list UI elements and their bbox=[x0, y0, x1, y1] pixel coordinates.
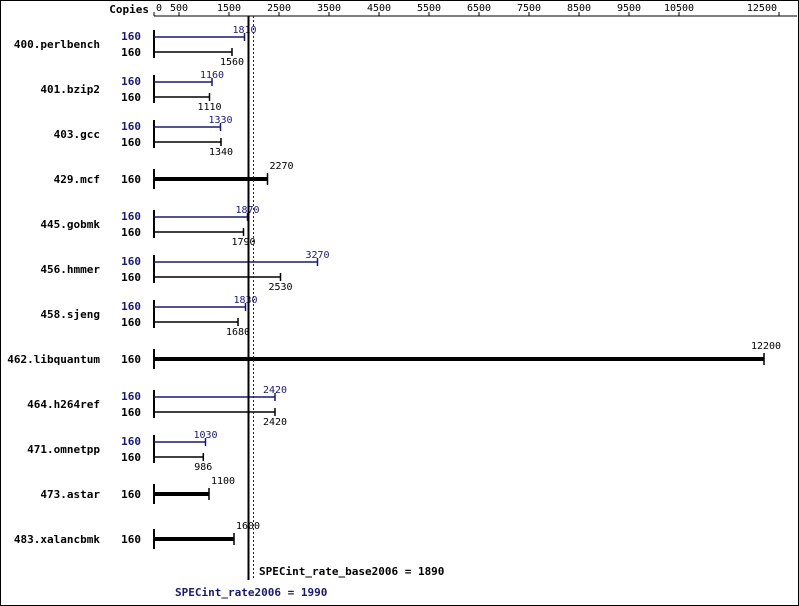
value-label: 2420 bbox=[263, 385, 287, 396]
x-tick-label: 3500 bbox=[317, 3, 341, 14]
benchmark-row: 471.omnetpp 160 1030 160 986 bbox=[27, 430, 217, 473]
copies-label: 160 bbox=[121, 316, 141, 329]
value-label: 2530 bbox=[268, 282, 292, 293]
benchmark-label: 456.hmmer bbox=[40, 263, 100, 276]
benchmark-label: 483.xalancbmk bbox=[14, 533, 100, 546]
benchmark-label: 429.mcf bbox=[54, 173, 100, 186]
x-tick-label: 9500 bbox=[617, 3, 641, 14]
benchmark-label: 464.h264ref bbox=[27, 398, 100, 411]
value-label: 1340 bbox=[209, 147, 233, 158]
value-label: 12200 bbox=[751, 341, 781, 352]
benchmark-rows: 400.perlbench 160 1810 160 1560 401.bzip2 160 1… bbox=[7, 25, 781, 549]
copies-label: 160 bbox=[121, 300, 141, 313]
bar bbox=[154, 357, 764, 361]
copies-label: 160 bbox=[121, 30, 141, 43]
benchmark-label: 401.bzip2 bbox=[40, 83, 100, 96]
x-tick-label: 4500 bbox=[367, 3, 391, 14]
x-tick-label: 6500 bbox=[467, 3, 491, 14]
x-tick-label: 500 bbox=[170, 3, 188, 14]
value-label: 1110 bbox=[197, 102, 221, 113]
copies-label: 160 bbox=[121, 75, 141, 88]
copies-label: 160 bbox=[121, 46, 141, 59]
copies-label: 160 bbox=[121, 91, 141, 104]
copies-label: 160 bbox=[121, 136, 141, 149]
benchmark-row: 458.sjeng 160 1830 160 1680 bbox=[40, 295, 257, 338]
x-tick-label: 12500 bbox=[747, 3, 777, 14]
value-label: 1790 bbox=[231, 237, 255, 248]
copies-label: 160 bbox=[121, 271, 141, 284]
benchmark-label: 462.libquantum bbox=[7, 353, 100, 366]
value-label: 1160 bbox=[200, 70, 224, 81]
copies-label: 160 bbox=[121, 255, 141, 268]
base-overall-label: SPECint_rate_base2006 = 1890 bbox=[259, 565, 444, 578]
copies-label: 160 bbox=[121, 120, 141, 133]
value-label: 1330 bbox=[208, 115, 232, 126]
value-label: 1030 bbox=[193, 430, 217, 441]
x-tick-label: 2500 bbox=[267, 3, 291, 14]
benchmark-label: 403.gcc bbox=[54, 128, 100, 141]
value-label: 1100 bbox=[211, 476, 235, 487]
benchmark-row: 456.hmmer 160 3270 160 2530 bbox=[40, 250, 329, 293]
copies-label: 160 bbox=[121, 435, 141, 448]
x-tick-label: 10500 bbox=[664, 3, 694, 14]
benchmark-label: 458.sjeng bbox=[40, 308, 100, 321]
peak-overall-label: SPECint_rate2006 = 1990 bbox=[175, 586, 327, 599]
benchmark-row: 483.xalancbmk1601600 bbox=[14, 521, 260, 549]
copies-header: Copies bbox=[109, 3, 149, 16]
copies-label: 160 bbox=[121, 488, 141, 501]
bar bbox=[154, 492, 209, 496]
copies-label: 160 bbox=[121, 406, 141, 419]
copies-label: 160 bbox=[121, 173, 141, 186]
copies-label: 160 bbox=[121, 390, 141, 403]
benchmark-row: 464.h264ref 160 2420 160 2420 bbox=[27, 385, 287, 428]
copies-label: 160 bbox=[121, 533, 141, 546]
benchmark-label: 400.perlbench bbox=[14, 38, 100, 51]
value-label: 1560 bbox=[220, 57, 244, 68]
benchmark-row: 473.astar 160 1100 bbox=[40, 476, 235, 504]
overall-lines: SPECint_rate_base2006 = 1890SPECint_rate… bbox=[175, 16, 444, 599]
benchmark-row: 403.gcc 160 1330 160 1340 bbox=[54, 115, 233, 158]
benchmark-label: 471.omnetpp bbox=[27, 443, 100, 456]
value-label: 2270 bbox=[270, 161, 294, 172]
benchmark-row: 462.libquantum 160 12200 bbox=[7, 341, 781, 369]
x-tick-label: 5500 bbox=[417, 3, 441, 14]
value-label: 1680 bbox=[226, 327, 250, 338]
bar bbox=[154, 537, 234, 541]
benchmark-row: 429.mcf 160 2270 bbox=[54, 161, 294, 189]
benchmark-label: 445.gobmk bbox=[40, 218, 100, 231]
bar bbox=[154, 177, 268, 181]
copies-label: 160 bbox=[121, 451, 141, 464]
x-tick-label: 0 bbox=[156, 3, 162, 14]
value-label: 986 bbox=[194, 462, 212, 473]
copies-label: 160 bbox=[121, 353, 141, 366]
x-tick-label: 8500 bbox=[567, 3, 591, 14]
value-label: 3270 bbox=[305, 250, 329, 261]
x-tick-label: 7500 bbox=[517, 3, 541, 14]
benchmark-row: 401.bzip2 160 1160 160 1110 bbox=[40, 70, 224, 113]
benchmark-row: 400.perlbench 160 1810 160 1560 bbox=[14, 25, 257, 68]
axis-layer: Copies 0 500 1500 2500 3500 4500 5500 6500 7500 85… bbox=[109, 3, 797, 17]
value-label: 1810 bbox=[232, 25, 256, 36]
value-label: 2420 bbox=[263, 417, 287, 428]
benchmark-label: 473.astar bbox=[40, 488, 100, 501]
copies-label: 160 bbox=[121, 226, 141, 239]
copies-label: 160 bbox=[121, 210, 141, 223]
x-tick-label: 1500 bbox=[217, 3, 241, 14]
value-label: 1830 bbox=[233, 295, 257, 306]
